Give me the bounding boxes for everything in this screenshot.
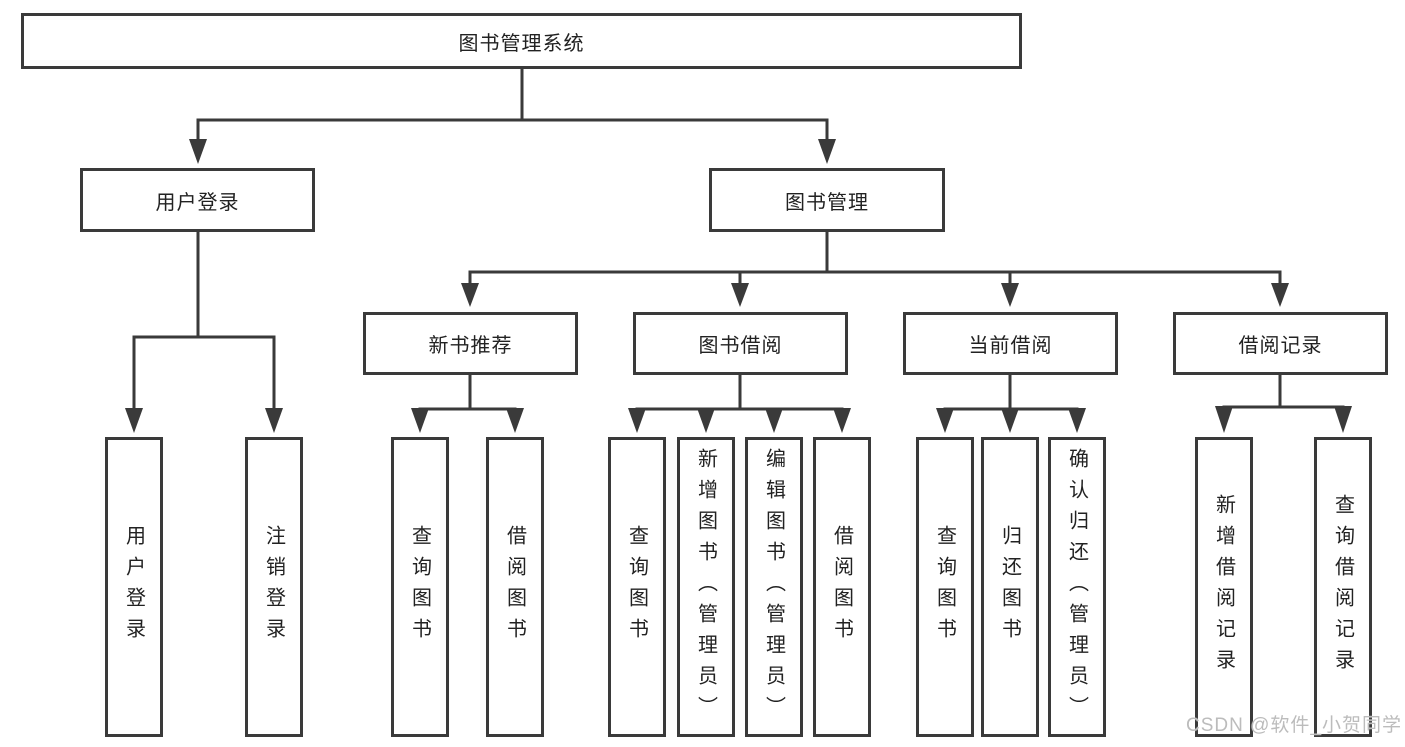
leaf-add-books-admin: 新增图书（管理员） (677, 437, 735, 737)
leaf-confirm-return-admin: 确认归还（管理员） (1048, 437, 1106, 737)
leaf-borrow-books: 借阅图书 (813, 437, 871, 737)
connector-current-borrow-branch (936, 374, 1086, 433)
node-book-borrow: 图书借阅 (633, 312, 848, 375)
connector-book-management-branch (461, 231, 1289, 307)
node-borrow-records: 借阅记录 (1173, 312, 1388, 375)
leaf-recommend-borrow-books: 借阅图书 (486, 437, 544, 737)
node-current-borrow: 当前借阅 (903, 312, 1118, 375)
node-user-login: 用户登录 (80, 168, 315, 232)
connector-new-book-recommend-branch (411, 374, 524, 433)
connector-root-to-level2 (189, 69, 836, 164)
node-root: 图书管理系统 (21, 13, 1022, 69)
leaf-current-query-books: 查询图书 (916, 437, 974, 737)
node-new-book-recommend: 新书推荐 (363, 312, 578, 375)
leaf-query-borrow-record: 查询借阅记录 (1314, 437, 1372, 737)
leaf-user-login: 用户登录 (105, 437, 163, 737)
leaf-edit-books-admin: 编辑图书（管理员） (745, 437, 803, 737)
connector-user-login-branch (125, 231, 283, 433)
leaf-recommend-query-books: 查询图书 (391, 437, 449, 737)
leaf-logout: 注销登录 (245, 437, 303, 737)
watermark: CSDN @软件_小贺同学 (1186, 715, 1402, 736)
leaf-add-borrow-record: 新增借阅记录 (1195, 437, 1253, 737)
node-book-management: 图书管理 (709, 168, 945, 232)
leaf-return-books: 归还图书 (981, 437, 1039, 737)
connector-book-borrow-branch (628, 374, 851, 433)
leaf-borrow-query-books: 查询图书 (608, 437, 666, 737)
connector-borrow-records-branch (1215, 374, 1352, 433)
